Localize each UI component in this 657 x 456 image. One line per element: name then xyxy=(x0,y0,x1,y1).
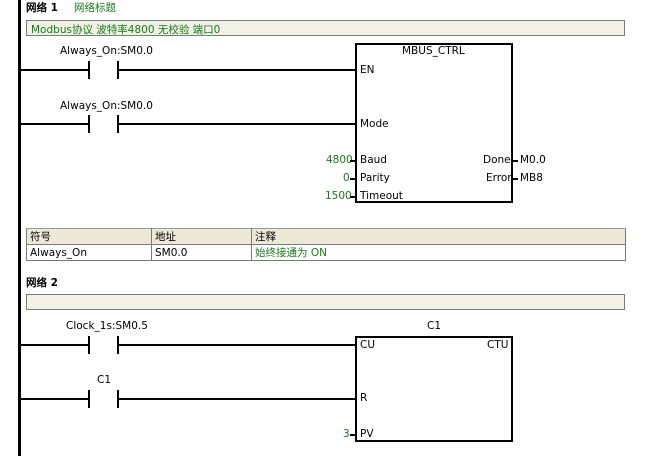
mbus-ctrl-block[interactable] xyxy=(355,43,513,203)
baud-value[interactable]: 4800 xyxy=(326,154,353,166)
wire xyxy=(21,344,88,346)
contact-1-label: Always_On:SM0.0 xyxy=(60,45,153,57)
wire xyxy=(119,398,356,400)
contact-3-label: Clock_1s:SM0.5 xyxy=(66,320,148,332)
pin-done: Done xyxy=(483,154,511,166)
wire xyxy=(119,123,356,125)
contact-2-left[interactable] xyxy=(88,115,90,133)
parity-value[interactable]: 0 xyxy=(343,172,350,184)
wire xyxy=(512,178,518,180)
contact-1-left[interactable] xyxy=(88,61,90,79)
contact-3-right[interactable] xyxy=(117,336,119,354)
wire xyxy=(512,160,518,162)
wire xyxy=(350,160,356,162)
done-value[interactable]: M0.0 xyxy=(520,154,546,166)
contact-4-right[interactable] xyxy=(117,390,119,408)
contact-1-right[interactable] xyxy=(117,61,119,79)
network-2-label[interactable]: 网络 2 xyxy=(26,277,58,289)
wire xyxy=(119,69,356,71)
pin-baud: Baud xyxy=(360,154,387,166)
network-2-comment[interactable] xyxy=(26,294,625,310)
wire xyxy=(21,123,88,125)
contact-3-left[interactable] xyxy=(88,336,90,354)
pin-en: EN xyxy=(360,64,375,76)
pin-r: R xyxy=(360,392,368,404)
power-rail xyxy=(18,0,21,456)
contact-4-left[interactable] xyxy=(88,390,90,408)
pin-cu: CU xyxy=(360,339,376,351)
network-1-comment[interactable]: Modbus协议 波特率4800 无校验 端口0 xyxy=(26,20,625,36)
wire xyxy=(21,69,88,71)
mbus-ctrl-name: MBUS_CTRL xyxy=(402,45,465,57)
wire xyxy=(21,398,88,400)
wire xyxy=(119,344,356,346)
comment-cell[interactable]: 始终接通为 ON xyxy=(251,244,626,261)
symbol-header: 符号 xyxy=(26,228,152,245)
symbol-table: 符号 地址 注释 Always_On SM0.0 始终接通为 ON xyxy=(26,228,626,261)
error-value[interactable]: MB8 xyxy=(520,172,543,184)
address-header: 地址 xyxy=(151,228,252,245)
address-cell[interactable]: SM0.0 xyxy=(151,244,252,261)
symbol-cell[interactable]: Always_On xyxy=(26,244,152,261)
network-1-comment-text: Modbus协议 波特率4800 无校验 端口0 xyxy=(31,24,221,36)
ctu-block[interactable] xyxy=(355,336,513,442)
pin-pv: PV xyxy=(360,428,374,440)
network-1-label[interactable]: 网络 1 xyxy=(26,2,58,14)
contact-2-label: Always_On:SM0.0 xyxy=(60,100,153,112)
pin-timeout: Timeout xyxy=(360,190,403,202)
pin-error: Error xyxy=(486,172,512,184)
wire xyxy=(350,196,356,198)
pin-parity: Parity xyxy=(360,172,390,184)
comment-header: 注释 xyxy=(251,228,626,245)
pin-mode: Mode xyxy=(360,118,389,130)
contact-4-label: C1 xyxy=(97,374,112,386)
timeout-value[interactable]: 1500 xyxy=(325,190,352,202)
wire xyxy=(350,178,356,180)
table-row: Always_On SM0.0 始终接通为 ON xyxy=(26,244,626,261)
contact-2-right[interactable] xyxy=(117,115,119,133)
wire xyxy=(350,434,356,436)
pv-value[interactable]: 3 xyxy=(343,428,350,440)
counter-instance[interactable]: C1 xyxy=(427,320,442,332)
network-1-title[interactable]: 网络标题 xyxy=(74,2,116,14)
ctu-type: CTU xyxy=(487,339,509,351)
